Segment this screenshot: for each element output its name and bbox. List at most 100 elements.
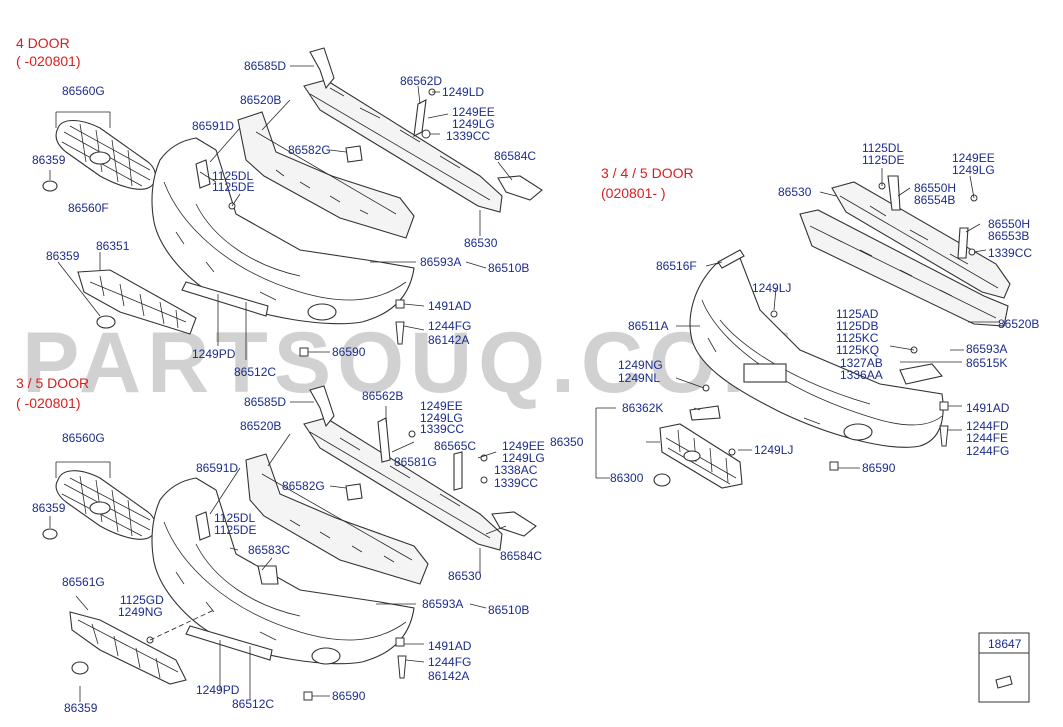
fastener-1244fd	[939, 425, 949, 447]
label-a06: 1339CC	[446, 129, 490, 143]
label-b12: 1338AC	[494, 463, 538, 477]
label-c04: 1249LG	[952, 163, 995, 177]
label-a02: 86562D	[400, 74, 442, 88]
bracket-86562b	[377, 417, 391, 463]
label-c17: 1125KC	[836, 331, 879, 345]
bracket-86582g-b	[345, 483, 363, 501]
label-c15: 1125AD	[836, 307, 879, 321]
part-labels: 86585D 86562D 1249LD 1249EE 1249LG 1339C…	[32, 59, 1039, 715]
bracket-86550h-b	[957, 227, 969, 259]
label-a24: 1249PD	[192, 347, 236, 361]
label-a10: 86582G	[288, 143, 331, 157]
label-a20: 86510B	[488, 261, 529, 275]
label-a08: 86520B	[240, 93, 281, 107]
label-a25: 86590	[332, 345, 366, 359]
label-b32: 86590	[332, 689, 366, 703]
bumper-cover-86510b-b	[151, 477, 415, 665]
label-c10: 1339CC	[988, 246, 1032, 260]
label-a15: 86560F	[68, 201, 109, 215]
label-b25: 86593A	[422, 597, 463, 611]
label-b18: 1125DE	[214, 523, 256, 537]
label-b10: 1249EE	[502, 439, 545, 453]
absorber-86520b	[237, 111, 415, 239]
label-c30: 1244FE	[966, 431, 1008, 445]
grille-86350	[659, 423, 743, 489]
fastener-86590-b	[303, 691, 313, 701]
section-345door-date: (020801- )	[601, 185, 666, 201]
label-a14: 1125DE	[212, 180, 254, 194]
emblem-86300	[653, 473, 671, 487]
fastener-1244fg	[395, 321, 405, 345]
label-c19: 1327AB	[840, 356, 883, 370]
label-b04: 1249LG	[420, 411, 463, 425]
label-a21: 1491AD	[428, 299, 472, 313]
bumper-cover-86510b	[151, 137, 415, 325]
bracket-86515k	[899, 363, 944, 385]
label-b09: 86565C	[434, 439, 476, 453]
label-a18: 86530	[464, 236, 498, 250]
label-b14: 86591D	[196, 461, 238, 475]
label-a05: 1249LG	[452, 117, 495, 131]
label-b23: 1125GD	[120, 593, 164, 607]
label-b21: 86530	[448, 569, 482, 583]
absorber-86520b-b	[245, 453, 429, 585]
grille-86560g	[55, 119, 157, 190]
label-c16: 1125DB	[836, 319, 878, 333]
bracket-86550h	[887, 175, 901, 211]
label-b19: 86584C	[500, 549, 542, 563]
label-b03: 1249EE	[420, 399, 463, 413]
box-18647: 18647	[978, 632, 1030, 703]
box-18647-label: 18647	[988, 637, 1022, 651]
section-35door-title: 3 / 5 DOOR	[16, 375, 89, 391]
label-c29: 1244FD	[966, 419, 1009, 433]
label-c08: 86550H	[988, 217, 1030, 231]
label-b24: 1249NG	[118, 605, 163, 619]
bracket-86585d-b	[309, 385, 335, 428]
label-c05: 86530	[778, 185, 812, 199]
label-c01: 1125DL	[862, 141, 903, 155]
label-c13: 86511A	[628, 319, 668, 333]
label-c33: 86590	[862, 461, 896, 475]
label-c26: 1491AD	[966, 401, 1010, 415]
label-a12: 86359	[32, 153, 66, 167]
label-a04: 1249EE	[452, 105, 495, 119]
label-a07: 86560G	[62, 84, 105, 98]
label-b13: 1339CC	[494, 476, 538, 490]
label-a26: 86512C	[234, 365, 276, 379]
label-b15: 86582G	[282, 479, 325, 493]
emblem-86359	[42, 180, 58, 192]
label-b16: 86359	[32, 501, 66, 515]
label-c28: 1249LJ	[754, 443, 793, 457]
label-a09: 86591D	[192, 119, 234, 133]
skirt-86512c	[181, 281, 269, 317]
fastener-86590	[299, 347, 309, 357]
reinforcement-86530	[303, 79, 503, 213]
label-b22: 86561G	[62, 575, 105, 589]
label-c32: 86300	[610, 471, 644, 485]
label-c02: 1125DE	[862, 153, 904, 167]
label-a17: 86359	[46, 249, 80, 263]
label-b27: 1491AD	[428, 639, 472, 653]
emblem-86359-c	[42, 528, 58, 540]
label-b06: 86560G	[62, 431, 105, 445]
fastener-86590-c	[829, 461, 839, 471]
label-c23: 1249NG	[618, 358, 663, 372]
box-18647-frame	[978, 632, 1030, 703]
watermark-text: PARTSOUQ.COM	[22, 315, 800, 411]
label-a01: 86585D	[244, 59, 286, 73]
absorber-86520b-c	[799, 209, 1009, 327]
label-c31: 1244FG	[966, 444, 1009, 458]
label-c24: 1249NL	[618, 371, 660, 385]
reinforcement-86530-c	[831, 181, 1011, 299]
label-b26: 86510B	[488, 603, 529, 617]
label-a19: 86593A	[420, 255, 461, 269]
label-c06: 86550H	[914, 181, 956, 195]
label-c25: 86362K	[622, 401, 663, 415]
label-a03: 1249LD	[442, 85, 484, 99]
label-c20: 1336AA	[840, 368, 883, 382]
bracket-86585d	[309, 47, 335, 90]
section-35door-date: ( -020801)	[16, 395, 81, 411]
label-b33: 86359	[64, 701, 98, 715]
group-35door	[42, 385, 537, 702]
